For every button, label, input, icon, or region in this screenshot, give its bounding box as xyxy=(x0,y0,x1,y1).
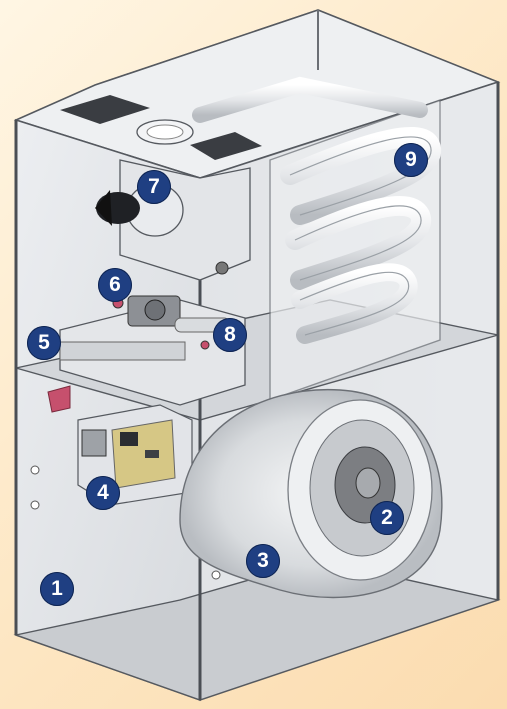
callout-1: 1 xyxy=(40,572,74,606)
callout-9: 9 xyxy=(394,143,428,177)
callout-6: 6 xyxy=(98,268,132,302)
board-relay xyxy=(120,432,138,446)
callout-4: 4 xyxy=(86,476,120,510)
board-connector xyxy=(145,450,159,458)
panel-hole xyxy=(211,570,221,580)
flame-sensor xyxy=(200,340,210,350)
panel-hole xyxy=(30,465,40,475)
pressure-switch xyxy=(215,261,229,275)
heat-exchanger-tubes xyxy=(192,76,441,344)
top-vent-right xyxy=(190,132,262,160)
heat-exchanger xyxy=(192,76,441,401)
callout-5: 5 xyxy=(27,326,61,360)
inducer-motor-cap xyxy=(95,190,112,226)
callout-7: 7 xyxy=(137,170,171,204)
panel-hole xyxy=(30,500,40,510)
top-vent-left xyxy=(60,95,150,124)
circuit-board xyxy=(111,419,176,489)
callout-8: 8 xyxy=(213,318,247,352)
callout-2: 2 xyxy=(370,501,404,535)
burner-manifold xyxy=(59,341,186,361)
blower-motor-hub xyxy=(355,467,381,499)
transformer xyxy=(81,429,107,457)
flue-opening xyxy=(146,124,184,140)
cabinet-floor xyxy=(13,559,501,701)
mounting-bracket-left xyxy=(47,385,71,413)
callout-3: 3 xyxy=(246,544,280,578)
